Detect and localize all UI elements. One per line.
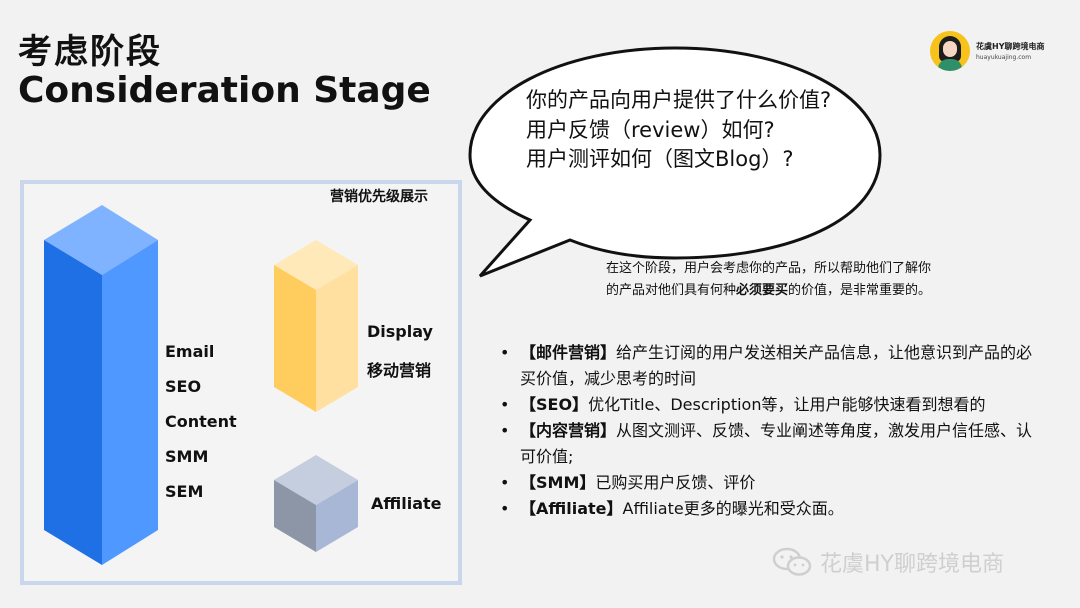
list-item: •【Affiliate】Affiliate更多的曝光和受众面。 bbox=[500, 499, 844, 518]
list-item: •【邮件营销】给产生订阅的用户发送相关产品信息，让他意识到产品的必买价值，减少思… bbox=[500, 343, 1033, 388]
list-item: •【SMM】已购买用户反馈、评价 bbox=[500, 473, 756, 492]
priority-cubes bbox=[44, 205, 358, 565]
tall-blue-bar bbox=[44, 205, 158, 565]
list-item-tag: 【SMM】 bbox=[520, 473, 596, 492]
small-gray-cube bbox=[274, 455, 358, 552]
mid-bar-label-mobile: 移动营销 bbox=[367, 361, 432, 380]
tall-bar-label-smm: SMM bbox=[165, 447, 209, 466]
small-cube-label-affiliate: Affiliate bbox=[371, 494, 442, 513]
brand-badge: 花虞HY聊跨境电商 huayukuajing.com bbox=[930, 30, 1045, 72]
speech-bubble bbox=[468, 46, 882, 278]
list-item: •【内容营销】从图文测评、反馈、专业阐述等角度，激发用户信任感、认可价值; bbox=[500, 421, 1033, 466]
list-item: •【SEO】优化Title、Description等，让用户能够快速看到想看的 bbox=[500, 395, 986, 414]
brand-name: 花虞HY聊跨境电商 bbox=[976, 41, 1045, 51]
bubble-line-2: 用户反馈（review）如何? bbox=[526, 118, 775, 142]
bubble-line-3: 用户测评如何（图文Blog）? bbox=[526, 147, 794, 171]
description-emphasis: 必须要买 bbox=[736, 283, 789, 298]
stage-description: 在这个阶段，用户会考虑你的产品，所以帮助他们了解你 的产品对他们具有何种必须要买… bbox=[606, 258, 931, 302]
bubble-line-1: 你的产品向用户提供了什么价值? bbox=[526, 88, 832, 112]
page-title-cn: 考虑阶段 bbox=[18, 32, 162, 72]
brand-site: huayukuajing.com bbox=[976, 53, 1032, 61]
mid-yellow-bar bbox=[274, 240, 358, 412]
watermark-text: 花虞HY聊跨境电商 bbox=[820, 552, 1004, 577]
list-item-text: Affiliate更多的曝光和受众面。 bbox=[622, 499, 844, 518]
description-line-1: 在这个阶段，用户会考虑你的产品，所以帮助他们了解你 bbox=[606, 261, 932, 276]
watermark: 花虞HY聊跨境电商 bbox=[772, 546, 1004, 578]
tactics-list: •【邮件营销】给产生订阅的用户发送相关产品信息，让他意识到产品的必买价值，减少思… bbox=[498, 340, 1038, 522]
mid-bar-label-display: Display bbox=[367, 322, 433, 341]
list-item-text: 从图文测评、反馈、专业阐述等角度，激发用户信任感、认可价值; bbox=[520, 421, 1033, 466]
list-item-tag: 【SEO】 bbox=[520, 395, 589, 414]
list-item-tag: 【内容营销】 bbox=[520, 421, 617, 440]
tall-bar-label-sem: SEM bbox=[165, 482, 204, 501]
panel-title: 营销优先级展示 bbox=[330, 189, 428, 205]
wechat-icon bbox=[772, 547, 812, 576]
tall-bar-label-content: Content bbox=[165, 412, 237, 431]
list-item-tag: 【Affiliate】 bbox=[520, 499, 623, 518]
description-line-2: 的产品对他们具有何种必须要买的价值，是非常重要的。 bbox=[606, 283, 932, 298]
list-item-text: 优化Title、Description等，让用户能够快速看到想看的 bbox=[588, 395, 986, 414]
tall-bar-label-email: Email bbox=[165, 342, 215, 361]
list-item-tag: 【邮件营销】 bbox=[520, 343, 617, 362]
page-title-en: Consideration Stage bbox=[18, 70, 431, 111]
list-item-text: 给产生订阅的用户发送相关产品信息，让他意识到产品的必买价值，减少思考的时间 bbox=[520, 343, 1033, 388]
list-item-text: 已购买用户反馈、评价 bbox=[595, 473, 756, 492]
avatar-icon bbox=[930, 31, 970, 71]
tall-bar-label-seo: SEO bbox=[165, 377, 202, 396]
